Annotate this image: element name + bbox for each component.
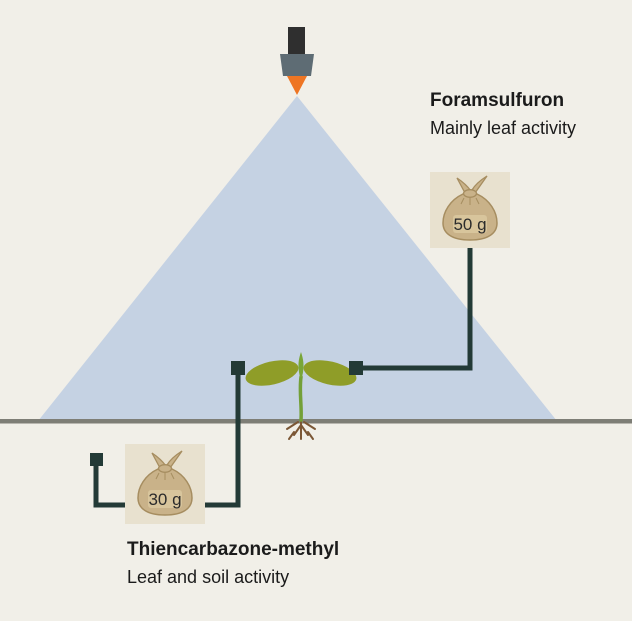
roots-icon xyxy=(286,419,316,440)
dose-30g: 30 g xyxy=(148,490,181,509)
connector-foramsulfuron xyxy=(356,232,473,371)
marker-left-leaf xyxy=(231,361,245,375)
nozzle-body xyxy=(280,54,314,76)
thiencarbazone-label: Thiencarbazone-methyl Leaf and soil acti… xyxy=(127,537,339,590)
bag-30g: 30 g xyxy=(125,444,205,524)
stem-icon xyxy=(298,375,303,422)
foramsulfuron-subtitle: Mainly leaf activity xyxy=(430,118,577,139)
thiencarbazone-title: Thiencarbazone-methyl xyxy=(127,539,340,560)
foramsulfuron-title: Foramsulfuron xyxy=(430,90,565,111)
dose-50g: 50 g xyxy=(453,215,486,234)
thiencarbazone-subtitle: Leaf and soil activity xyxy=(127,567,290,588)
nozzle-cap xyxy=(288,27,305,54)
seedling-icon xyxy=(245,352,357,440)
marker-soil xyxy=(90,453,103,466)
spray-cone xyxy=(38,96,557,421)
bag-50g: 50 g xyxy=(430,172,510,248)
spray-nozzle-icon xyxy=(280,27,314,95)
foramsulfuron-label: Foramsulfuron Mainly leaf activity xyxy=(430,88,576,141)
sprout-icon xyxy=(298,352,304,377)
leaf-left-icon xyxy=(245,360,299,386)
soil-line xyxy=(0,419,632,424)
marker-right-leaf xyxy=(349,361,363,375)
leaf-right-icon xyxy=(303,360,357,386)
nozzle-tip xyxy=(287,76,307,95)
